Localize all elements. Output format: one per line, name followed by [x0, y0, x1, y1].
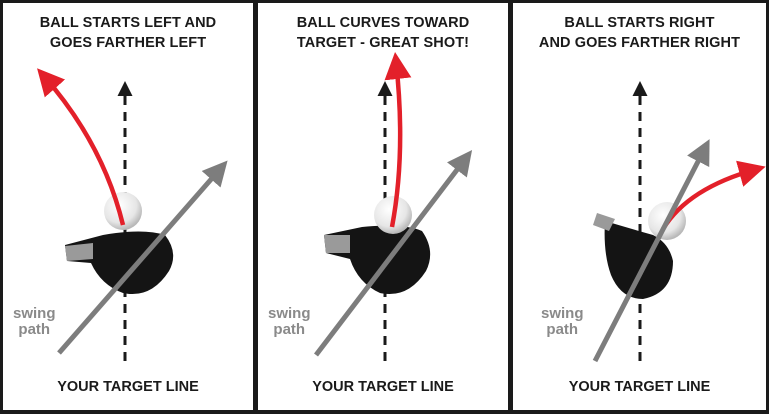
- panel-title: BALL STARTS RIGHT AND GOES FARTHER RIGHT: [513, 13, 766, 53]
- ball-flight-path: [384, 52, 412, 228]
- title-line-2: TARGET - GREAT SHOT!: [296, 35, 470, 51]
- ball-flight-path: [37, 68, 126, 226]
- title-line-1: BALL CURVES TOWARD: [296, 15, 470, 31]
- club-hosel: [593, 213, 615, 231]
- swing-path-arrow: [57, 160, 228, 355]
- title-line-2: GOES FARTHER LEFT: [49, 35, 207, 51]
- panel-draw: BALL CURVES TOWARD TARGET - GREAT SHOT!: [258, 3, 508, 410]
- swing-path-label: swing path: [541, 305, 584, 338]
- panel-footer: YOUR TARGET LINE: [568, 379, 711, 395]
- shot-illustration: [37, 68, 228, 361]
- panel-hook: BALL STARTS LEFT AND GOES FARTHER LEFT: [3, 3, 253, 410]
- title-line-1: BALL STARTS LEFT AND: [39, 15, 217, 31]
- shot-illustration: [592, 81, 766, 363]
- golf-ball: [104, 192, 142, 230]
- panel-footer: YOUR TARGET LINE: [312, 379, 454, 395]
- swing-path-arrow: [592, 139, 710, 363]
- swing-path-label: swing path: [268, 305, 311, 338]
- club-hosel: [65, 243, 93, 261]
- swing-path-label: swing path: [13, 305, 56, 338]
- panel-title: BALL STARTS LEFT AND GOES FARTHER LEFT: [3, 13, 253, 53]
- swing-path-arrow: [314, 150, 473, 357]
- panel-title: BALL CURVES TOWARD TARGET - GREAT SHOT!: [258, 13, 508, 53]
- title-line-2: AND GOES FARTHER RIGHT: [538, 35, 741, 51]
- shot-illustration: [314, 52, 473, 361]
- panel-footer: YOUR TARGET LINE: [57, 379, 199, 395]
- club-hosel: [324, 235, 350, 253]
- title-line-1: BALL STARTS RIGHT: [564, 15, 715, 31]
- panel-slice: BALL STARTS RIGHT AND GOES FARTHER RIGHT: [513, 3, 766, 410]
